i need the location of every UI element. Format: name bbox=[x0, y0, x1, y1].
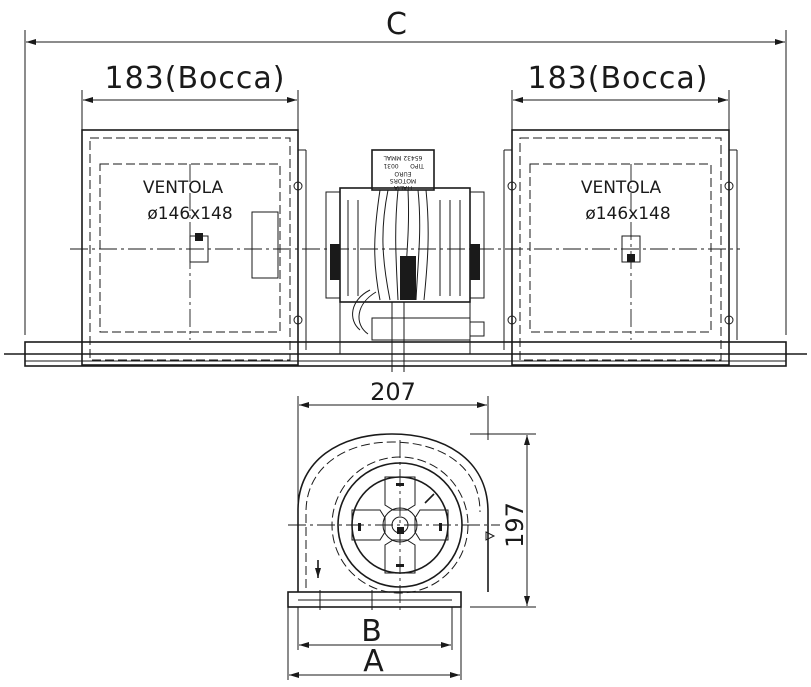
fan-housing-left: VENTOLA ø146x148 bbox=[81, 129, 307, 366]
fan-left-name: VENTOLA bbox=[143, 178, 224, 198]
dimension-mouth-left-label: 183(Bocca) bbox=[105, 61, 286, 96]
dimension-c-label: C bbox=[386, 7, 408, 42]
dimension-width-label: 207 bbox=[370, 378, 416, 406]
plate-line6: 65432 MMAL bbox=[383, 154, 422, 161]
fan-right-name: VENTOLA bbox=[581, 178, 662, 198]
dimension-b-label: B bbox=[361, 614, 383, 649]
plate-line4: TIPO bbox=[410, 162, 425, 169]
dimension-height-label: 197 bbox=[501, 502, 529, 548]
plate-line2: MOTORS bbox=[390, 177, 416, 184]
dimension-height: 197 bbox=[470, 433, 536, 608]
motor-label-plate: ITALIA MOTORS EURO TIPO 0031 65432 MMAL bbox=[371, 149, 435, 191]
scroll-housing bbox=[288, 433, 500, 612]
fan-right-size: ø146x148 bbox=[585, 204, 670, 224]
dimension-a-label: A bbox=[363, 644, 385, 679]
fan-housing-right: VENTOLA ø146x148 bbox=[503, 129, 738, 366]
base-plate bbox=[4, 341, 807, 367]
dimension-overall: C bbox=[24, 7, 787, 335]
side-view: 207 197 bbox=[287, 378, 536, 680]
side-base-plate bbox=[287, 590, 462, 610]
dimension-mouth-right: 183(Bocca) bbox=[511, 61, 730, 130]
fan-left-size: ø146x148 bbox=[147, 204, 232, 224]
dimension-base-inner: B bbox=[297, 607, 453, 650]
dimension-mouth-left: 183(Bocca) bbox=[81, 61, 299, 130]
front-view: C 183(Bocca) 183(Bocca) bbox=[4, 7, 807, 372]
motor bbox=[325, 187, 485, 372]
plate-line1: ITALIA bbox=[393, 184, 412, 191]
dimension-base-outer: A bbox=[287, 607, 462, 680]
dimension-mouth-right-label: 183(Bocca) bbox=[528, 61, 709, 96]
dimension-width: 207 bbox=[297, 378, 489, 520]
plate-line3: EURO bbox=[394, 170, 411, 177]
plate-line5: 0031 bbox=[383, 162, 398, 169]
